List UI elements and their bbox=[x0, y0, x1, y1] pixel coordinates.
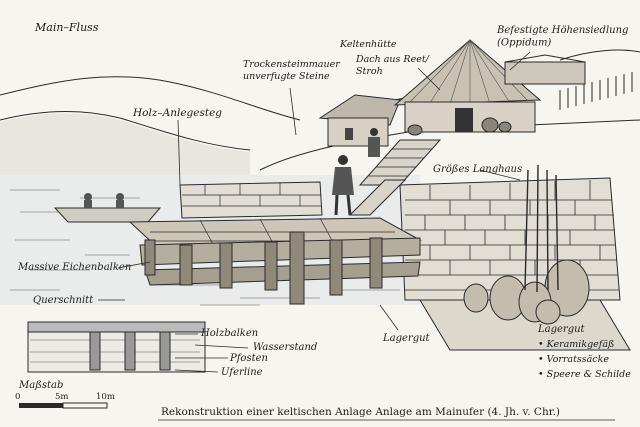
label-water-level: Wasserstand bbox=[253, 342, 317, 353]
small-house bbox=[318, 94, 401, 147]
legend-title: Lagergut bbox=[537, 324, 586, 335]
legend-item: • Speere & Schilde bbox=[538, 369, 631, 380]
cross-section-inset bbox=[27, 321, 206, 373]
oppidum-palisade bbox=[504, 54, 633, 110]
scale-tick: 0 bbox=[15, 392, 20, 402]
label-scale: Maßstab bbox=[18, 380, 63, 391]
label-longhouse: Größes Langhaus bbox=[433, 164, 522, 175]
scale-tick: 10m bbox=[96, 392, 115, 402]
scale-tick: 5m bbox=[55, 392, 68, 402]
label-wood-beams: Holzbalken bbox=[200, 328, 258, 339]
river-boat bbox=[53, 193, 162, 223]
leader-lines bbox=[98, 51, 531, 373]
label-storage: Lagergut bbox=[382, 333, 431, 344]
label-hut-title: Keltenhütte bbox=[339, 39, 397, 50]
label-shore-line: Uferline bbox=[221, 367, 263, 378]
label-hut-roof: Dach aus Reet/Stroh bbox=[355, 54, 430, 77]
celtic-round-hut bbox=[393, 39, 542, 136]
label-oppidum: Befestigte Höhensiedlung(Oppidum) bbox=[496, 25, 628, 49]
label-river: Main–Fluss bbox=[34, 21, 99, 34]
label-section: Querschnitt bbox=[33, 295, 94, 306]
legend-item: • Keramikgefäß bbox=[538, 339, 614, 350]
background-hills bbox=[0, 49, 640, 175]
wooden-jetty bbox=[128, 217, 422, 305]
legend: Lagergut • Keramikgefäß • Vorratssäcke •… bbox=[537, 324, 631, 380]
label-oak-beams: Massive Eichenbalken bbox=[17, 262, 131, 273]
caption: Rekonstruktion einer keltischen Anlage A… bbox=[161, 406, 560, 418]
figures bbox=[332, 128, 380, 216]
scale-bar: 0 5m 10m bbox=[15, 392, 115, 409]
legend-item: • Vorratssäcke bbox=[538, 354, 609, 365]
label-jetty: Holz–Anlegesteg bbox=[132, 107, 222, 119]
label-posts: Pfosten bbox=[229, 353, 268, 364]
storage-goods bbox=[419, 164, 631, 351]
